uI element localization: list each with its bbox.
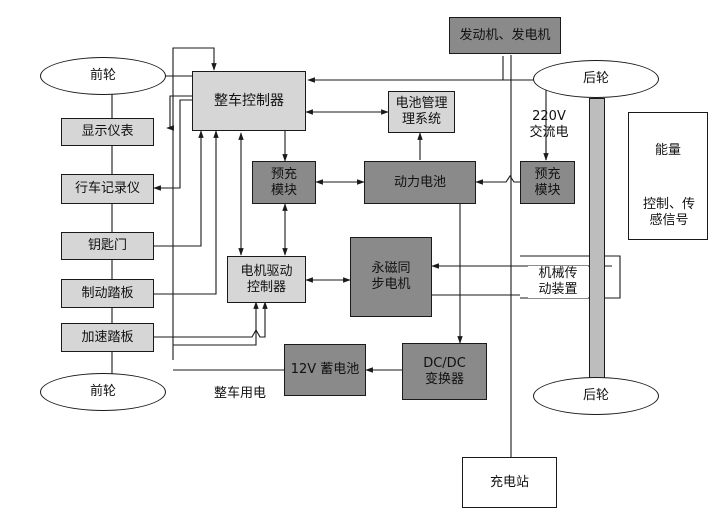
rear-wheel-top: 后轮	[533, 60, 659, 98]
pm-motor-box: 永磁同 步电机	[350, 237, 432, 317]
precharge-right-box: 预充 模块	[520, 161, 575, 204]
brake-pedal-box: 制动踏板	[61, 279, 154, 308]
accel-pedal-box: 加速踏板	[61, 323, 154, 352]
ac-220v-label: 220V 交流电	[529, 109, 569, 140]
signal-loop-top	[172, 47, 217, 360]
battery-12v-box: 12V 蓄电池	[284, 344, 366, 396]
vehicle-power-label: 整车用电	[213, 386, 266, 401]
brake-link-line	[154, 130, 219, 295]
vehicle-controller-box: 整车控制器	[192, 71, 306, 131]
dcdc-box: DC/DC 变换器	[402, 343, 487, 400]
power-battery-box: 动力电池	[364, 161, 476, 204]
rear-axle-shaft	[589, 98, 605, 386]
engine-generator-box: 发动机、发电机	[449, 17, 561, 54]
key-link-line	[154, 130, 204, 247]
legend-box	[628, 112, 708, 240]
charging-station-box: 充电站	[462, 457, 557, 508]
motor-controller-box: 电机驱动 控制器	[227, 256, 306, 303]
accel-link-line-2	[173, 301, 259, 346]
rear-wheel-bottom: 后轮	[533, 377, 659, 415]
display-link-line	[166, 95, 192, 131]
recorder-box: 行车记录仪	[61, 174, 154, 204]
front-wheel-bottom: 前轮	[40, 373, 166, 411]
display-box: 显示仪表	[61, 118, 154, 146]
precharge-left-box: 预充 模块	[252, 161, 316, 204]
mechanical-transmission-label: 机械传 动装置	[528, 266, 588, 298]
transmission-box	[520, 255, 621, 299]
key-door-box: 钥匙门	[61, 232, 154, 260]
accel-link-line	[154, 301, 268, 338]
legend-energy-label: 能量	[654, 143, 681, 158]
legend-signal-label: 控制、传 感信号	[642, 197, 695, 228]
recorder-link-line	[153, 99, 192, 191]
front-wheel-top: 前轮	[40, 57, 166, 95]
bms-box: 电池管理 理系统	[388, 91, 455, 133]
top-right-signal-line	[307, 77, 547, 83]
precharge-right-to-battery-line	[475, 175, 520, 185]
